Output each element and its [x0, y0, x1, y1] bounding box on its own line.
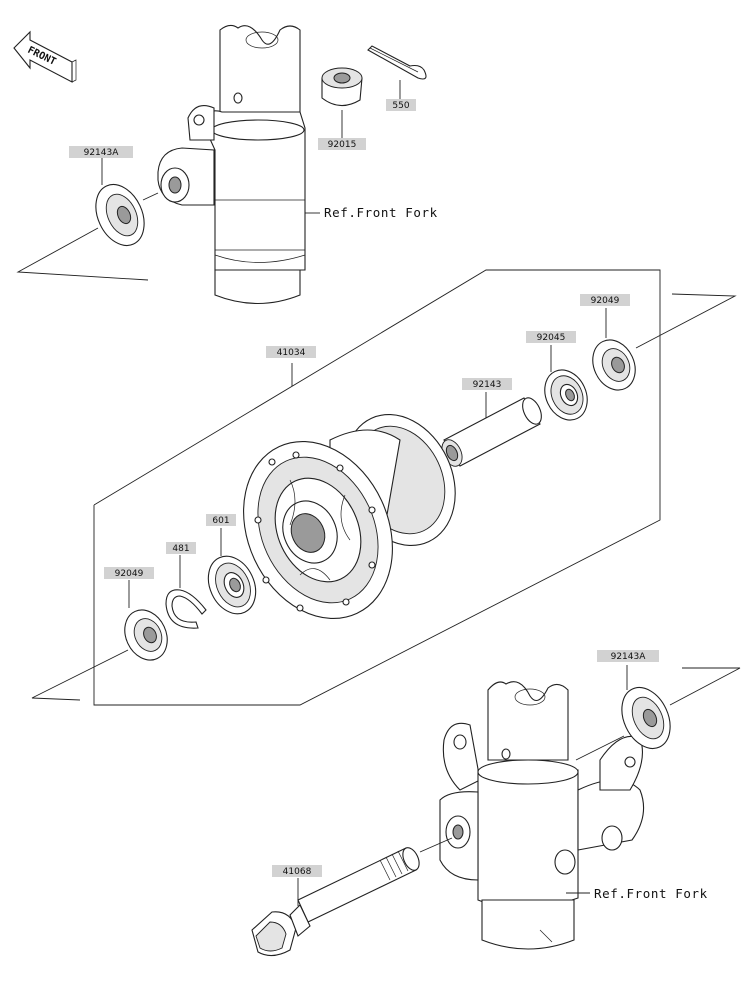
part-92045-right-bearing	[544, 369, 588, 421]
part-481-circlip	[165, 589, 207, 629]
hub-assembly-frame	[93, 269, 661, 706]
callout-41034-text: 41034	[277, 348, 306, 358]
callout-41034: 41034	[266, 346, 316, 358]
callout-601-text: 601	[212, 516, 229, 526]
part-92143A-lower-collar	[621, 686, 671, 750]
callout-92045-text: 92045	[537, 333, 566, 343]
part-92049-left-seal	[124, 609, 168, 661]
callout-92143A-top-text: 92143A	[84, 148, 120, 158]
callout-92143A-bottom: 92143A	[597, 650, 659, 662]
callout-41068: 41068	[272, 865, 322, 877]
callout-92049-right-text: 92049	[591, 296, 620, 306]
part-92049-right-seal	[592, 339, 636, 391]
callout-41068-text: 41068	[283, 867, 312, 877]
callout-481-text: 481	[172, 544, 189, 554]
callout-92015-text: 92015	[328, 140, 357, 150]
part-92143A-upper-collar	[95, 183, 145, 247]
callout-481: 481	[166, 542, 196, 554]
callout-601: 601	[206, 514, 236, 526]
part-41034-hub	[243, 414, 456, 620]
callout-92049-left-text: 92049	[115, 569, 144, 579]
part-41068-axle	[251, 847, 420, 957]
callout-92143: 92143	[462, 378, 512, 390]
callout-92049-right: 92049	[580, 294, 630, 306]
upper-fork-leg	[157, 24, 306, 305]
callout-92049-left: 92049	[104, 567, 154, 579]
part-92143-distance-collar	[441, 397, 542, 467]
lower-fork-leg	[439, 681, 645, 950]
callout-92143A-top: 92143A	[69, 146, 133, 158]
front-direction-indicator: FRONT	[13, 30, 77, 83]
callout-550: 550	[386, 99, 416, 111]
callout-550-text: 550	[392, 101, 409, 111]
part-550-cotter-pin	[367, 45, 427, 80]
part-601-left-bearing	[207, 555, 257, 615]
callout-92015: 92015	[318, 138, 366, 150]
part-92015-collar	[321, 67, 363, 107]
ref-front-fork-bottom: Ref.Front Fork	[594, 886, 708, 901]
callout-92143A-bottom-text: 92143A	[611, 652, 647, 662]
callout-92045: 92045	[526, 331, 576, 343]
ref-front-fork-top: Ref.Front Fork	[324, 205, 438, 220]
callout-92143-text: 92143	[473, 380, 502, 390]
